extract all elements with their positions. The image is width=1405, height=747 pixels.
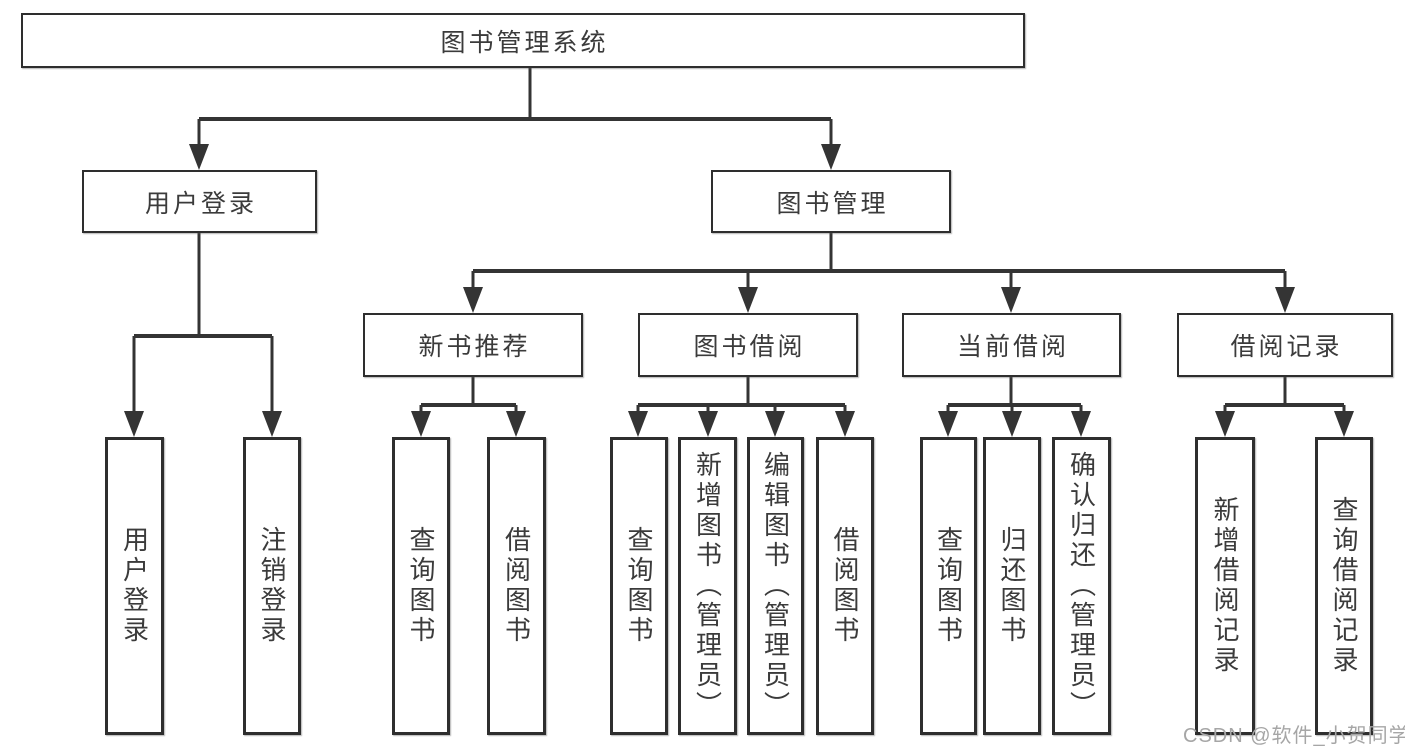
node-library-management-system: 图书管理系统: [21, 13, 1025, 68]
node-borrow-records: 借阅记录: [1177, 313, 1393, 377]
csdn-watermark: CSDN @软件_小贺同学: [1183, 725, 1405, 747]
edge-bars: [134, 117, 1344, 407]
leaf-return-books: 归还图书: [983, 437, 1041, 735]
leaf-edit-books-admin: 编辑图书（管理员）: [747, 437, 804, 735]
node-current-borrow: 当前借阅: [902, 313, 1121, 377]
edge-stems: [132, 68, 1346, 415]
node-book-borrow: 图书借阅: [638, 313, 858, 377]
node-book-management-branch: 图书管理: [711, 170, 951, 233]
leaf-borrow-books-recommend: 借阅图书: [487, 437, 546, 735]
leaf-user-login: 用户登录: [105, 437, 164, 735]
leaf-add-books-admin: 新增图书（管理员）: [678, 437, 737, 735]
leaf-query-books-recommend: 查询图书: [392, 437, 450, 735]
node-new-book-recommend: 新书推荐: [363, 313, 583, 377]
leaf-confirm-return-admin: 确认归还（管理员）: [1052, 437, 1111, 735]
leaf-query-books-borrow: 查询图书: [610, 437, 668, 735]
leaf-logout: 注销登录: [243, 437, 301, 735]
node-user-login-branch: 用户登录: [82, 170, 317, 233]
leaf-add-borrow-record: 新增借阅记录: [1195, 437, 1255, 735]
leaf-query-borrow-record: 查询借阅记录: [1315, 437, 1373, 735]
leaf-borrow-books: 借阅图书: [816, 437, 874, 735]
leaf-query-books-current: 查询图书: [920, 437, 977, 735]
